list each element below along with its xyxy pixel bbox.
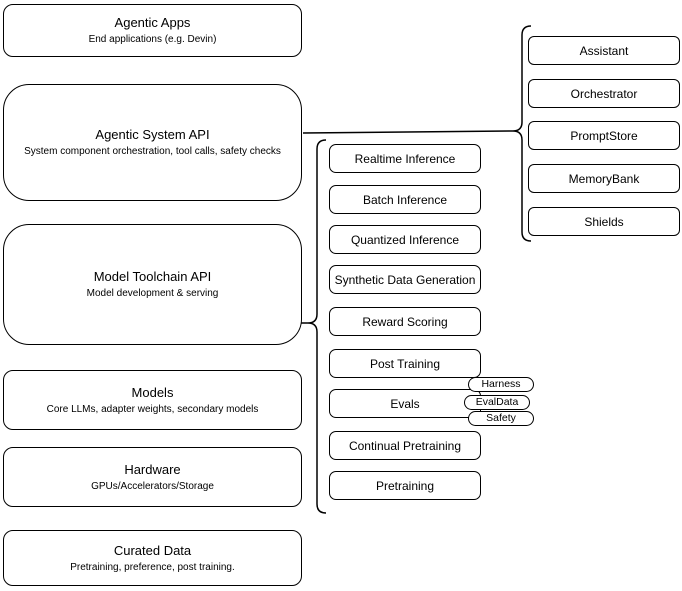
node-label: Evals bbox=[390, 396, 420, 411]
node-promptstore: PromptStore bbox=[528, 121, 680, 150]
node-batch-inference: Batch Inference bbox=[329, 185, 481, 214]
node-label: Quantized Inference bbox=[350, 232, 460, 247]
node-models: Models Core LLMs, adapter weights, secon… bbox=[3, 370, 302, 430]
node-continual-pretraining: Continual Pretraining bbox=[329, 431, 481, 460]
node-title: Agentic System API bbox=[95, 127, 210, 142]
node-subtitle: Core LLMs, adapter weights, secondary mo… bbox=[46, 403, 259, 415]
node-subtitle: Model development & serving bbox=[86, 288, 219, 299]
node-assistant: Assistant bbox=[528, 36, 680, 65]
node-label: MemoryBank bbox=[568, 171, 640, 186]
node-label: Synthetic Data Generation bbox=[334, 272, 476, 287]
node-label: Realtime Inference bbox=[354, 151, 456, 166]
node-title: Models bbox=[131, 384, 174, 400]
node-label: Pretraining bbox=[375, 478, 435, 493]
node-orchestrator: Orchestrator bbox=[528, 79, 680, 108]
node-reward-scoring: Reward Scoring bbox=[329, 307, 481, 336]
node-post-training: Post Training bbox=[329, 349, 481, 378]
tag-evaldata: EvalData bbox=[464, 395, 530, 410]
node-label: Post Training bbox=[369, 356, 441, 371]
node-evals: Evals bbox=[329, 389, 481, 418]
node-label: Orchestrator bbox=[570, 86, 638, 101]
node-subtitle: Pretraining, preference, post training. bbox=[70, 561, 235, 573]
node-subtitle: System component orchestration, tool cal… bbox=[24, 146, 281, 157]
node-realtime-inference: Realtime Inference bbox=[329, 144, 481, 173]
node-hardware: Hardware GPUs/Accelerators/Storage bbox=[3, 447, 302, 507]
tag-safety: Safety bbox=[468, 411, 534, 426]
node-shields: Shields bbox=[528, 207, 680, 236]
toolchain-brace bbox=[307, 139, 327, 514]
node-model-toolchain-api: Model Toolchain API Model development & … bbox=[3, 224, 302, 345]
node-curated-data: Curated Data Pretraining, preference, po… bbox=[3, 530, 302, 586]
node-title: Hardware bbox=[124, 461, 181, 477]
node-label: Continual Pretraining bbox=[348, 438, 462, 453]
node-label: PromptStore bbox=[570, 128, 638, 143]
node-label: Batch Inference bbox=[362, 192, 448, 207]
node-subtitle: GPUs/Accelerators/Storage bbox=[91, 480, 214, 492]
node-pretraining: Pretraining bbox=[329, 471, 481, 500]
node-label: Reward Scoring bbox=[362, 314, 448, 329]
node-agentic-system-api: Agentic System API System component orch… bbox=[3, 84, 302, 201]
node-subtitle: End applications (e.g. Devin) bbox=[88, 34, 217, 45]
tag-harness: Harness bbox=[468, 377, 534, 392]
system-api-connector-line bbox=[302, 130, 514, 134]
node-title: Model Toolchain API bbox=[93, 269, 212, 284]
node-title: Curated Data bbox=[113, 542, 192, 558]
node-memorybank: MemoryBank bbox=[528, 164, 680, 193]
tag-label: Harness bbox=[481, 378, 521, 390]
tag-label: EvalData bbox=[475, 396, 519, 408]
node-label: Shields bbox=[584, 214, 624, 229]
node-agentic-apps: Agentic Apps End applications (e.g. Devi… bbox=[3, 4, 302, 57]
tag-label: Safety bbox=[486, 412, 516, 424]
node-label: Assistant bbox=[579, 43, 629, 58]
node-synthetic-data-generation: Synthetic Data Generation bbox=[329, 265, 481, 294]
node-quantized-inference: Quantized Inference bbox=[329, 225, 481, 254]
node-title: Agentic Apps bbox=[114, 15, 191, 30]
